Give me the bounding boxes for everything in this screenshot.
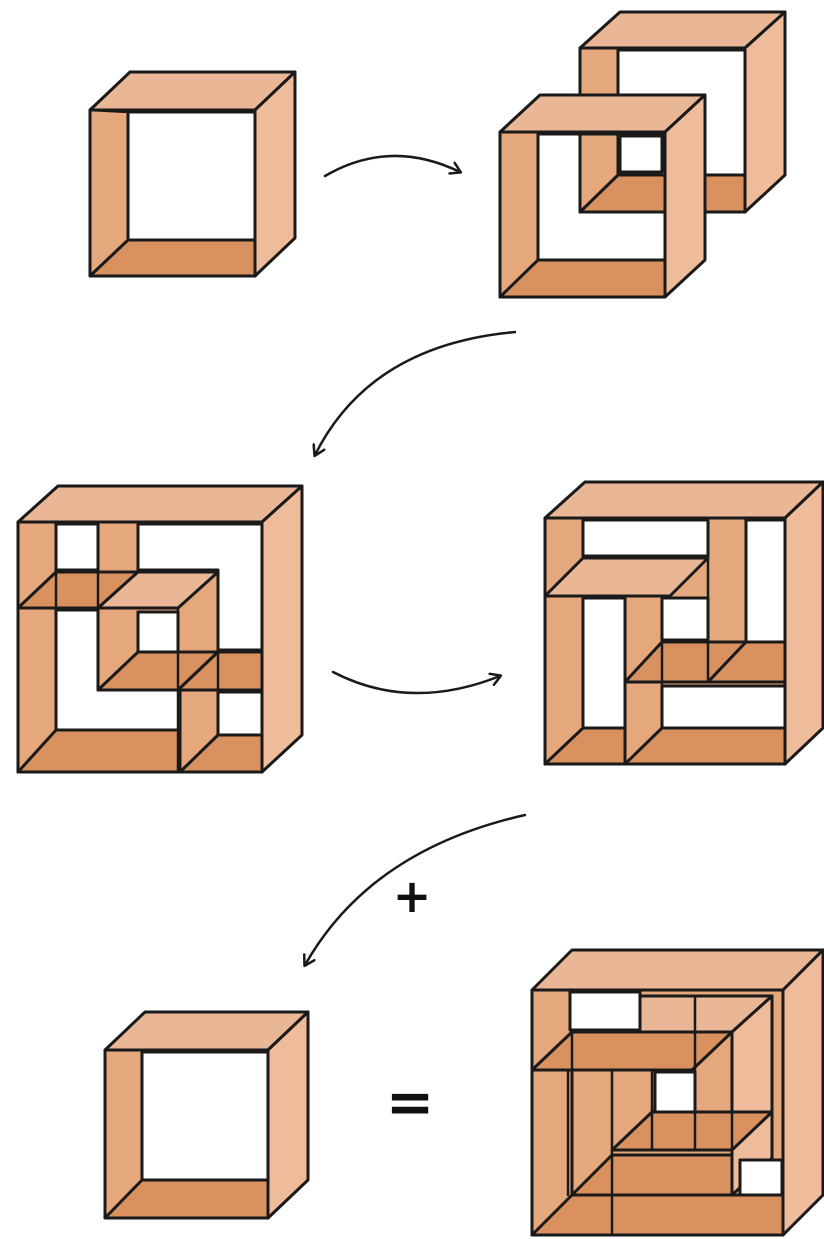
- compartment-cube-step-4: [545, 482, 823, 764]
- arrow-step-3-to-4: [333, 672, 500, 693]
- arrow-step-2-to-3: [315, 332, 515, 455]
- arrow-step-1-to-2: [325, 156, 460, 176]
- small-box-frame-step-5: [105, 1012, 308, 1218]
- interlocked-frames-step-2: [500, 12, 785, 297]
- equals-symbol: =: [386, 1068, 435, 1136]
- combined-shelf-cube-step-6: [532, 950, 823, 1235]
- compartment-cube-step-3: [18, 486, 302, 772]
- plus-symbol: +: [393, 869, 432, 923]
- box-frame-step-1: [90, 72, 295, 276]
